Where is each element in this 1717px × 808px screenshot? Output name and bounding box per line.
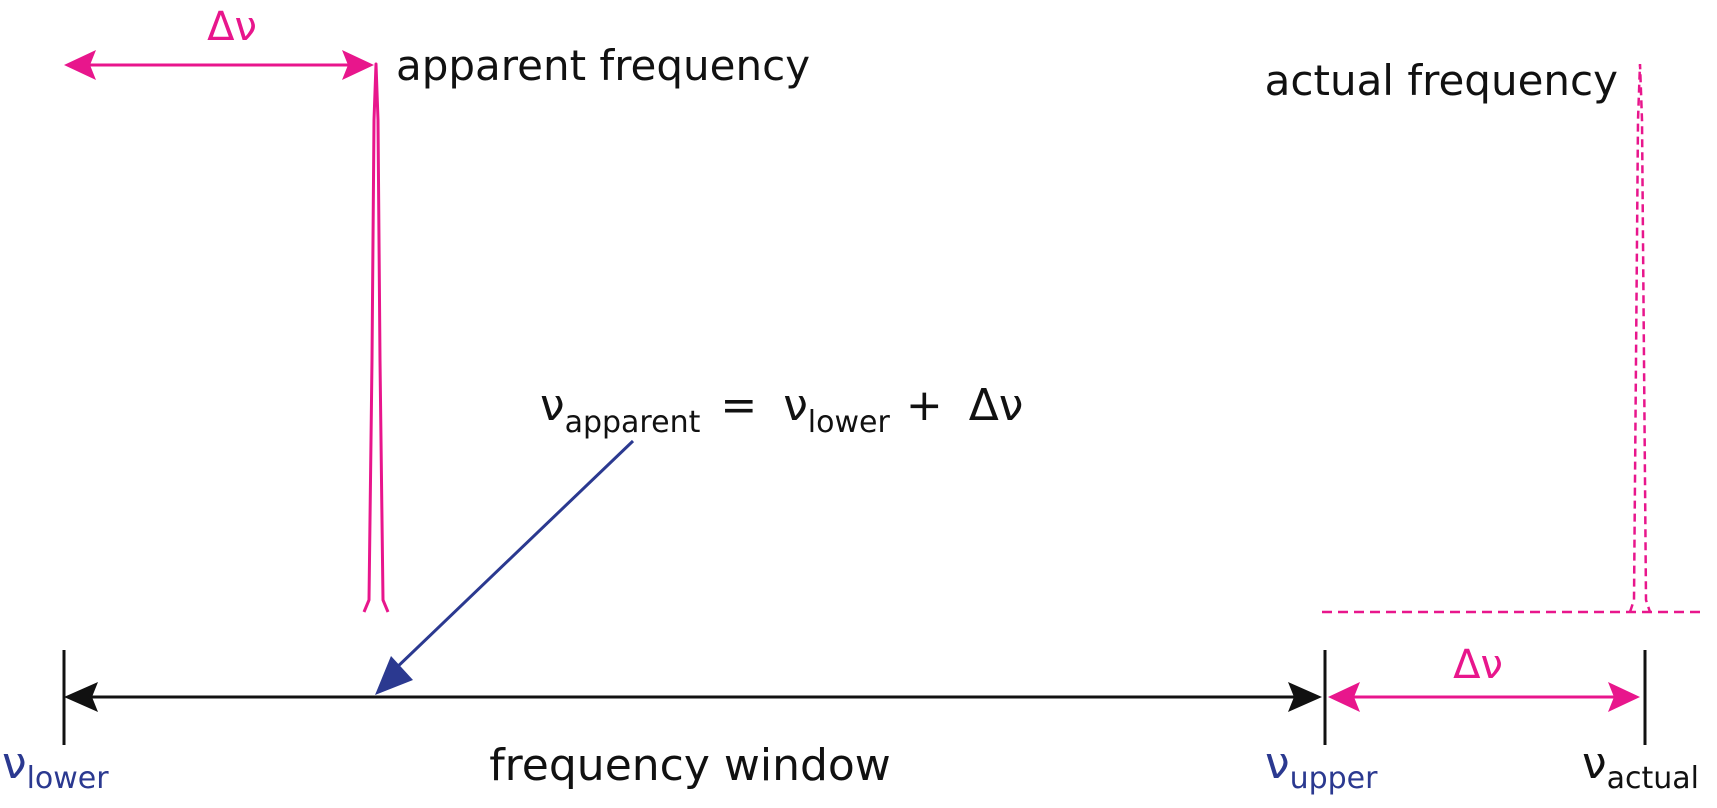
actual-frequency-peak xyxy=(1628,63,1652,613)
actual-frequency-label: actual frequency xyxy=(1265,56,1618,105)
delta-nu-top-label: Δν xyxy=(207,4,257,50)
delta-nu-bottom-arrow xyxy=(1328,682,1640,712)
nu-lower-symbol: ν xyxy=(2,738,27,789)
equation-pointer-arrow xyxy=(375,439,635,695)
equation-nu-lower: ν xyxy=(783,380,808,431)
nu-upper-symbol: ν xyxy=(1265,738,1290,789)
equation-delta-nu: Δν xyxy=(969,380,1024,431)
equation-equals: = xyxy=(720,380,757,431)
nu-lower-label: νlower xyxy=(2,738,109,796)
equation-sub-lower: lower xyxy=(808,405,891,440)
nu-actual-label: νactual xyxy=(1582,738,1699,796)
frequency-window-arrow xyxy=(64,682,1322,712)
equation-sub-apparent: apparent xyxy=(565,405,701,440)
nu-lower-subscript: lower xyxy=(27,761,110,796)
frequency-window-label: frequency window xyxy=(489,740,891,791)
equation: νapparent=νlower+Δν xyxy=(540,380,1023,440)
delta-nu-top-arrow xyxy=(64,50,374,80)
apparent-frequency-peak xyxy=(362,62,390,613)
nu-upper-subscript: upper xyxy=(1290,761,1379,796)
nu-upper-label: νupper xyxy=(1265,738,1378,796)
nu-actual-symbol: ν xyxy=(1582,738,1607,789)
apparent-frequency-label: apparent frequency xyxy=(396,41,810,90)
equation-nu-apparent: ν xyxy=(540,380,565,431)
equation-plus: + xyxy=(906,380,943,431)
nu-actual-subscript: actual xyxy=(1607,761,1699,796)
delta-nu-bottom-label: Δν xyxy=(1453,642,1503,688)
